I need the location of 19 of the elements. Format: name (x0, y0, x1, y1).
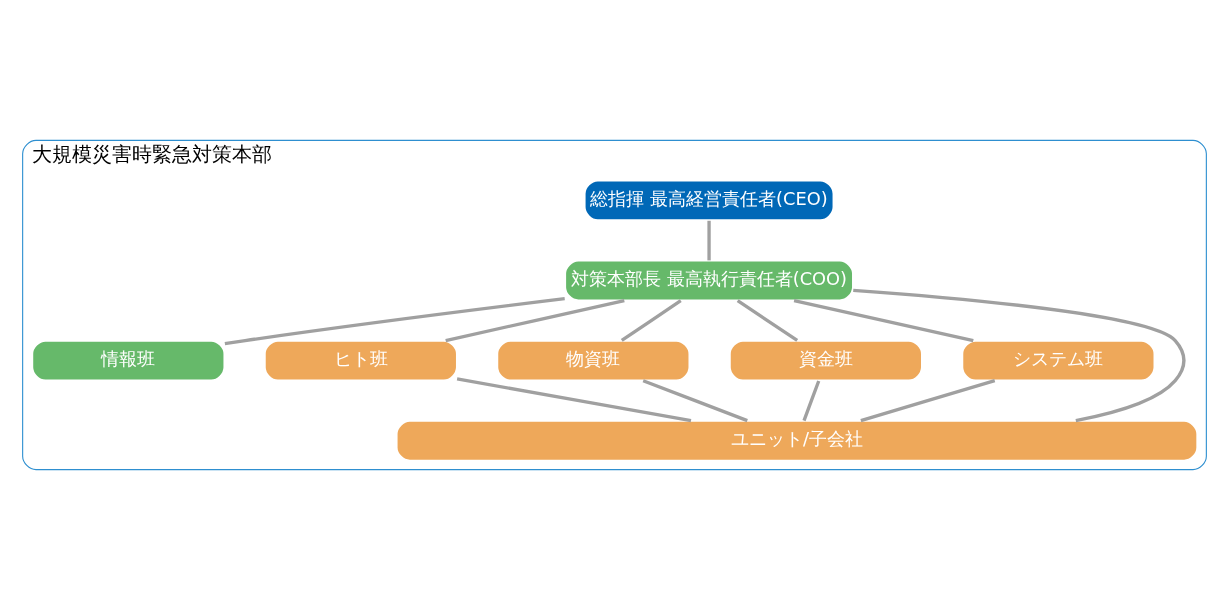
node-box: システム班 (961, 339, 1156, 382)
connector (642, 379, 748, 423)
node-box: ユニット/子会社 (395, 419, 1199, 462)
node-box: 物資班 (496, 339, 691, 382)
connector (456, 377, 692, 423)
connector (853, 288, 1186, 423)
connector (802, 380, 821, 422)
node-box: 情報班 (31, 339, 226, 382)
node-box: ヒト班 (263, 339, 459, 382)
connector (707, 220, 711, 261)
connector (620, 299, 682, 342)
connector (793, 298, 974, 343)
node-box: 総指揮 最高経営責任者(CEO) (583, 179, 835, 222)
connector (445, 298, 625, 343)
connector (736, 299, 799, 342)
connector (224, 297, 565, 346)
node-box: 資金班 (728, 339, 924, 382)
node-box: 対策本部長 最高執行責任者(COO) (563, 259, 855, 302)
connector (860, 379, 996, 423)
